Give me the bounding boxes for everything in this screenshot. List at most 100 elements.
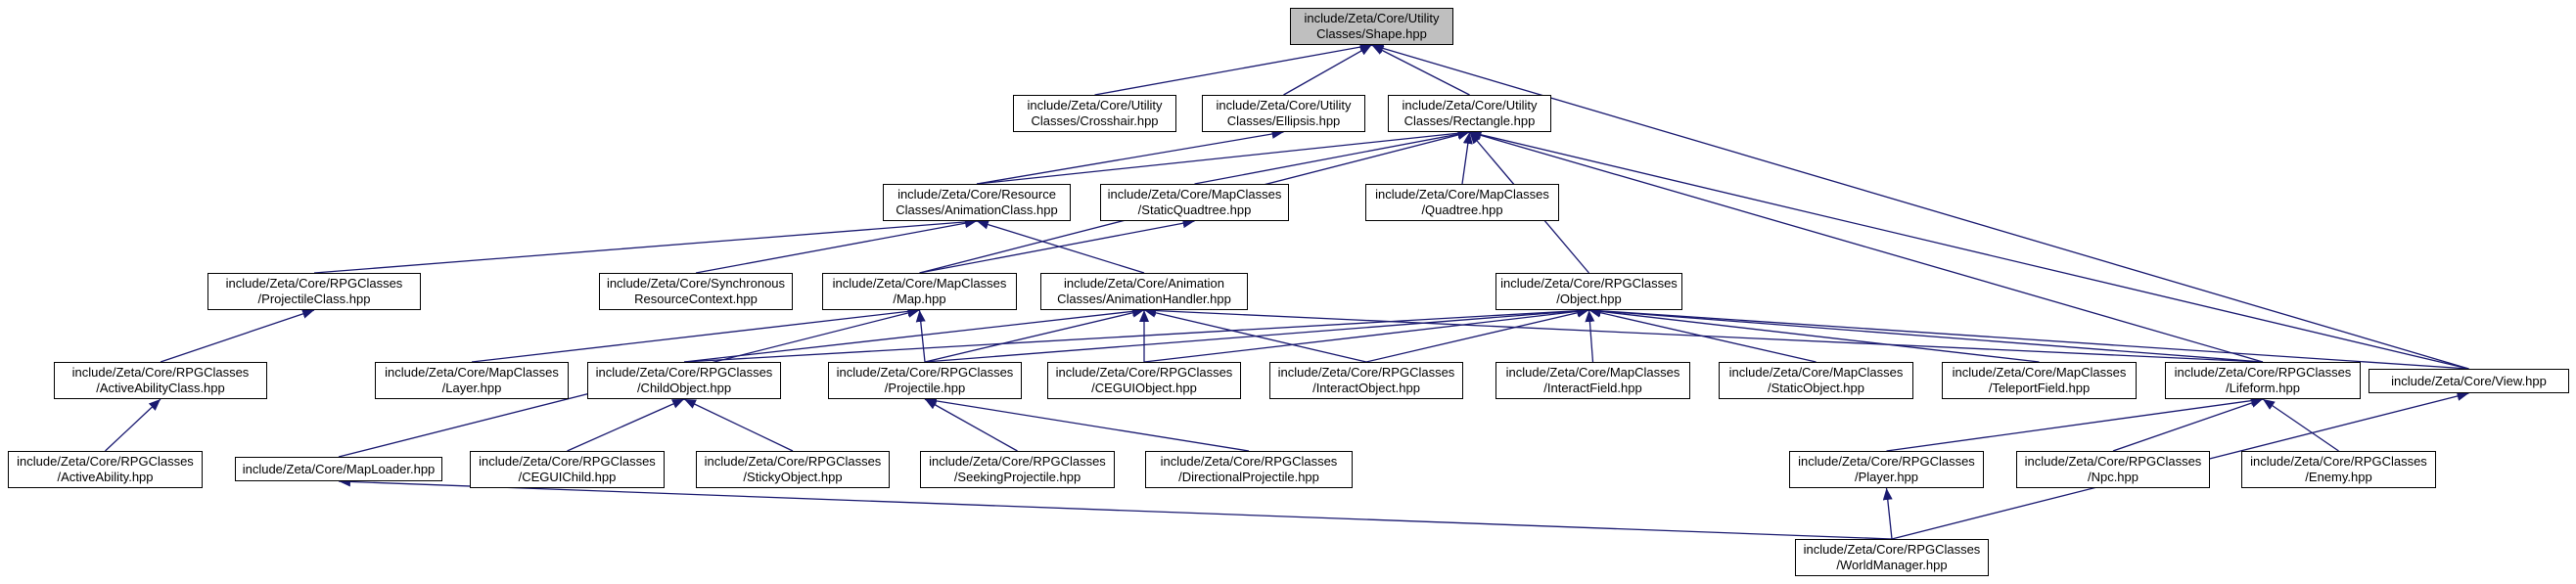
node-interactobject[interactable]: include/Zeta/Core/RPGClasses/InteractObj… xyxy=(1269,362,1463,399)
node-map[interactable]: include/Zeta/Core/MapClasses/Map.hpp xyxy=(822,273,1017,310)
node-label: /SeekingProjectile.hpp xyxy=(953,470,1081,484)
node-label: /InteractField.hpp xyxy=(1543,381,1642,395)
node-npc[interactable]: include/Zeta/Core/RPGClasses/Npc.hpp xyxy=(2016,451,2210,488)
node-activeabilityclass[interactable]: include/Zeta/Core/RPGClasses/ActiveAbili… xyxy=(54,362,267,399)
node-label: include/Zeta/Core/MapClasses xyxy=(1952,365,2127,380)
node-label: include/Zeta/Core/RPGClasses xyxy=(1500,276,1678,291)
node-label: /Enemy.hpp xyxy=(2305,470,2372,484)
node-label: include/Zeta/Core/RPGClasses xyxy=(929,454,1106,469)
edge-view-to-object xyxy=(1588,305,2469,370)
node-label: Classes/AnimationHandler.hpp xyxy=(1057,292,1231,306)
node-label: /Map.hpp xyxy=(893,292,946,306)
node-view[interactable]: include/Zeta/Core/View.hpp xyxy=(2369,369,2569,393)
node-label: include/Zeta/Core/RPGClasses xyxy=(1803,542,1981,557)
node-label: Classes/Shape.hpp xyxy=(1316,26,1427,41)
node-seekingprojectile[interactable]: include/Zeta/Core/RPGClasses/SeekingProj… xyxy=(920,451,1115,488)
node-label: /ProjectileClass.hpp xyxy=(257,292,371,306)
edge-projectileclass-to-animationclass xyxy=(313,216,978,274)
node-label: include/Zeta/Core/MapLoader.hpp xyxy=(242,461,436,476)
edge-ceguiobject-to-object xyxy=(1143,306,1589,363)
edge-map-to-staticquadtree xyxy=(919,218,1195,274)
edge-rectangle-to-shape xyxy=(1371,44,1470,96)
node-label: /ChildObject.hpp xyxy=(636,381,732,395)
edge-view-to-shape xyxy=(1371,43,2469,370)
edge-teleportfield-to-object xyxy=(1588,306,2040,363)
node-enemy[interactable]: include/Zeta/Core/RPGClasses/Enemy.hpp xyxy=(2241,451,2436,488)
node-staticquadtree[interactable]: include/Zeta/Core/MapClasses/StaticQuadt… xyxy=(1100,184,1289,221)
node-label: include/Zeta/Core/RPGClasses xyxy=(836,365,1014,380)
edge-interactfield-to-object xyxy=(1585,309,1595,363)
node-label: include/Zeta/Core/View.hpp xyxy=(2391,373,2547,388)
node-label: /CEGUIObject.hpp xyxy=(1091,381,1197,395)
node-activeability[interactable]: include/Zeta/Core/RPGClasses/ActiveAbili… xyxy=(8,451,203,488)
edge-view-to-rectangle xyxy=(1469,129,2469,370)
edge-enemy-to-lifeform xyxy=(2262,398,2339,452)
edge-staticquadtree-to-rectangle xyxy=(1194,129,1470,185)
node-label: /Layer.hpp xyxy=(441,381,502,395)
node-label: include/Zeta/Core/Utility xyxy=(1216,98,1352,112)
edge-worldmanager-to-player xyxy=(1882,487,1893,540)
node-staticobject[interactable]: include/Zeta/Core/MapClasses/StaticObjec… xyxy=(1719,362,1913,399)
edge-lifeform-to-rectangle xyxy=(1469,130,2264,363)
node-player[interactable]: include/Zeta/Core/RPGClasses/Player.hpp xyxy=(1789,451,1984,488)
edge-lifeform-to-object xyxy=(1588,305,2264,363)
node-worldmanager[interactable]: include/Zeta/Core/RPGClasses/WorldManage… xyxy=(1795,539,1989,576)
edge-worldmanager-to-maploader xyxy=(338,476,1893,540)
edge-childobject-to-object xyxy=(683,305,1589,363)
node-directionalprojectile[interactable]: include/Zeta/Core/RPGClasses/Directional… xyxy=(1145,451,1353,488)
node-label: include/Zeta/Core/Utility xyxy=(1402,98,1538,112)
node-label: include/Zeta/Core/RPGClasses xyxy=(704,454,882,469)
edge-animationclass-to-rectangle xyxy=(976,128,1470,185)
node-label: include/Zeta/Core/Synchronous xyxy=(606,276,786,291)
node-projectile[interactable]: include/Zeta/Core/RPGClasses/Projectile.… xyxy=(828,362,1022,399)
node-label: include/Zeta/Core/MapClasses xyxy=(832,276,1007,291)
node-label: include/Zeta/Core/MapClasses xyxy=(385,365,559,380)
node-label: /Object.hpp xyxy=(1556,292,1622,306)
edge-ellipsis-to-shape xyxy=(1283,44,1372,96)
node-stickyobject[interactable]: include/Zeta/Core/RPGClasses/StickyObjec… xyxy=(696,451,890,488)
node-label: /ActiveAbility.hpp xyxy=(57,470,154,484)
node-projectileclass[interactable]: include/Zeta/Core/RPGClasses/ProjectileC… xyxy=(207,273,421,310)
node-teleportfield[interactable]: include/Zeta/Core/MapClasses/TeleportFie… xyxy=(1942,362,2137,399)
edge-activeability-to-activeabilityclass xyxy=(105,398,161,452)
edge-syncresource-to-animationclass xyxy=(695,218,978,274)
node-label: /WorldManager.hpp xyxy=(1836,558,1948,572)
node-label: /DirectionalProjectile.hpp xyxy=(1178,470,1319,484)
node-label: ResourceContext.hpp xyxy=(634,292,758,306)
node-label: include/Zeta/Core/MapClasses xyxy=(1375,187,1549,202)
node-lifeform[interactable]: include/Zeta/Core/RPGClasses/Lifeform.hp… xyxy=(2165,362,2361,399)
node-label: /InteractObject.hpp xyxy=(1312,381,1420,395)
node-label: /StickyObject.hpp xyxy=(743,470,843,484)
node-label: include/Zeta/Core/RPGClasses xyxy=(2174,365,2352,380)
node-object[interactable]: include/Zeta/Core/RPGClasses/Object.hpp xyxy=(1495,273,1682,310)
node-ceguiobject[interactable]: include/Zeta/Core/RPGClasses/CEGUIObject… xyxy=(1047,362,1241,399)
node-layer[interactable]: include/Zeta/Core/MapClasses/Layer.hpp xyxy=(375,362,569,399)
node-quadtree[interactable]: include/Zeta/Core/MapClasses/Quadtree.hp… xyxy=(1365,184,1559,221)
node-interactfield[interactable]: include/Zeta/Core/MapClasses/InteractFie… xyxy=(1495,362,1690,399)
node-label: Classes/Ellipsis.hpp xyxy=(1226,113,1341,128)
edge-staticobject-to-object xyxy=(1588,307,1817,363)
node-label: Classes/Crosshair.hpp xyxy=(1031,113,1159,128)
edge-childobject-to-animationhandler xyxy=(683,306,1145,363)
edge-interactobject-to-object xyxy=(1365,307,1589,363)
node-label: include/Zeta/Core/RPGClasses xyxy=(17,454,194,469)
node-label: /TeleportField.hpp xyxy=(1988,381,2091,395)
node-childobject[interactable]: include/Zeta/Core/RPGClasses/ChildObject… xyxy=(587,362,781,399)
node-label: /Quadtree.hpp xyxy=(1421,202,1503,217)
node-label: include/Zeta/Core/Resource xyxy=(897,187,1056,202)
node-ceguichild[interactable]: include/Zeta/Core/RPGClasses/CEGUIChild.… xyxy=(470,451,665,488)
node-label: /ActiveAbilityClass.hpp xyxy=(96,381,225,395)
edge-animationclass-to-ellipsis xyxy=(976,129,1284,185)
node-maploader[interactable]: include/Zeta/Core/MapLoader.hpp xyxy=(235,457,442,481)
edge-projectile-to-map xyxy=(915,309,926,363)
edge-player-to-lifeform xyxy=(1886,395,2264,452)
